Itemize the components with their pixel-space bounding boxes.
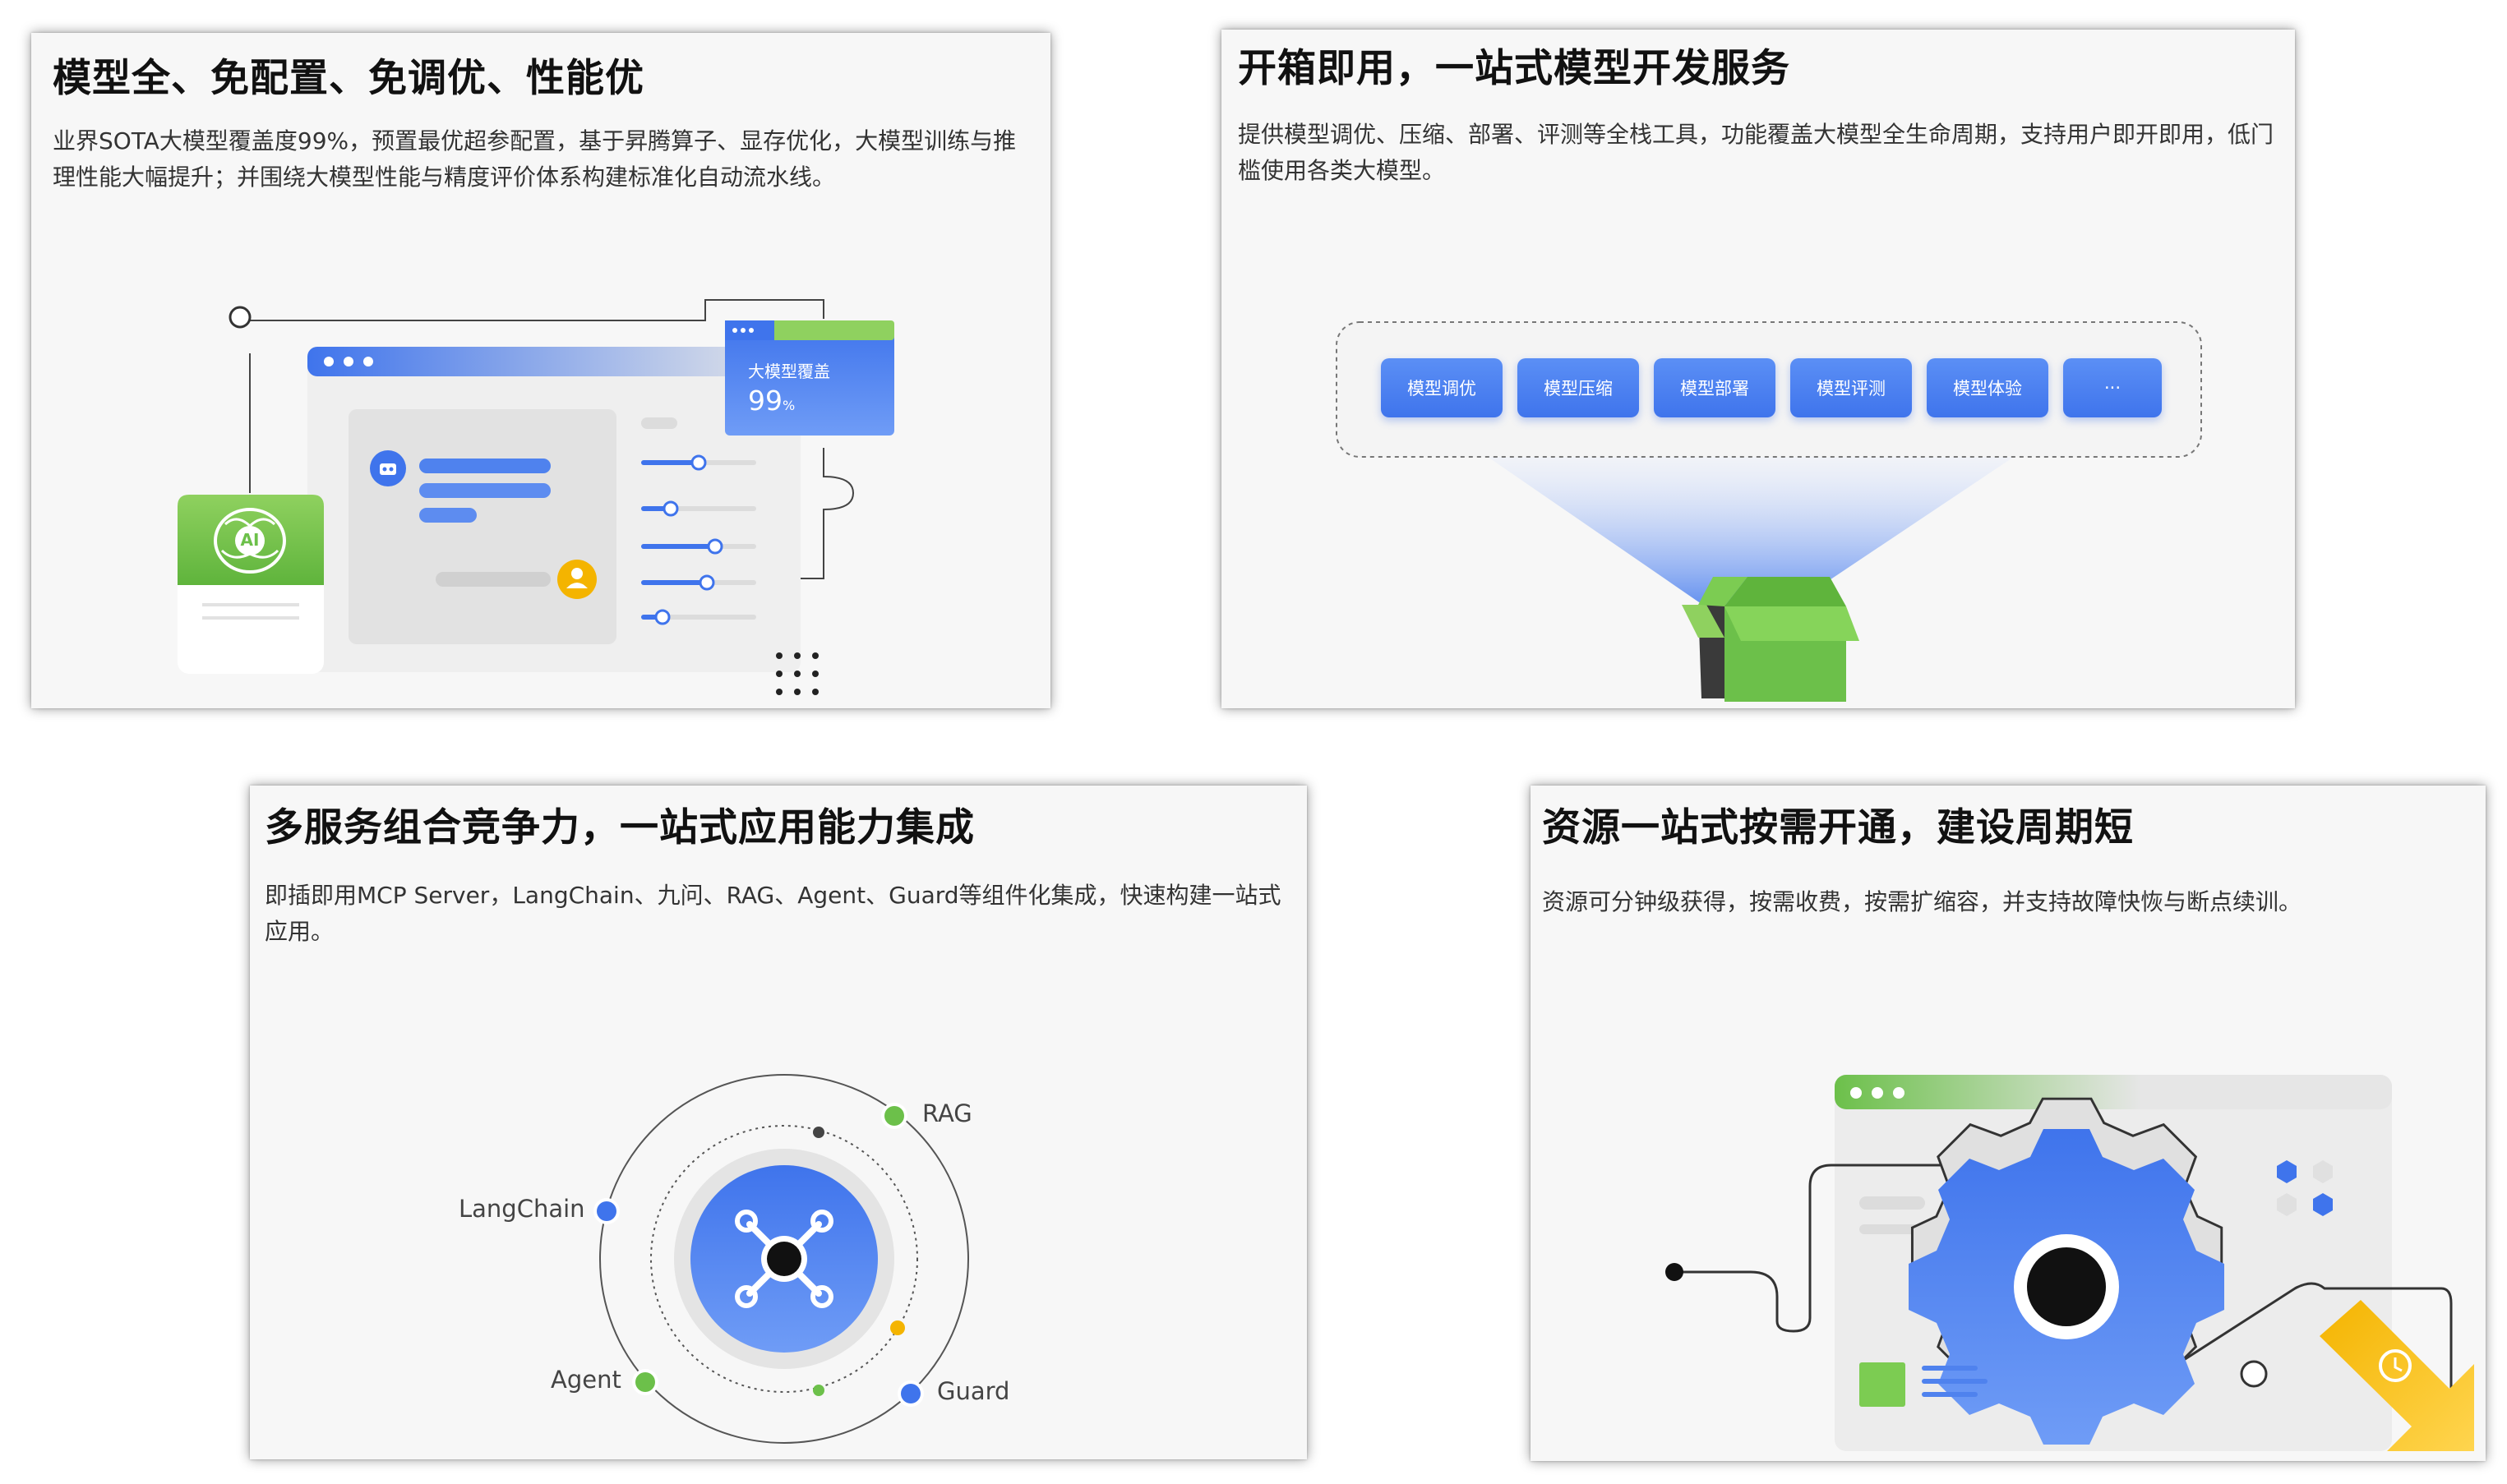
ai-chip-text: AI (240, 530, 260, 550)
gear-resource-illustration (1665, 1075, 2474, 1451)
orbit-illustration (593, 1074, 969, 1444)
card-title: 开箱即用，一站式模型开发服务 (1238, 46, 1790, 91)
node-label-guard: Guard (937, 1377, 1010, 1405)
node-label-langchain: LangChain (459, 1195, 585, 1223)
card-description: 业界SOTA大模型覆盖度99%，预置最优超参配置，基于昇腾算子、显存优化，大模型… (53, 127, 1017, 191)
card-description: 资源可分钟级获得，按需收费，按需扩缩容，并支持故障快恢与断点续训。 (1542, 888, 2302, 915)
node-label-agent: Agent (551, 1366, 621, 1394)
coverage-badge-value: 99% (748, 385, 795, 417)
card-description: 即插即用MCP Server，LangChain、九问、RAG、Agent、Gu… (265, 882, 1281, 945)
card-title: 多服务组合竞争力，一站式应用能力集成 (265, 805, 975, 850)
coverage-badge-label: 大模型覆盖 (748, 362, 830, 381)
coverage-unit: % (783, 398, 796, 413)
feature-card-app-integration: 多服务组合竞争力，一站式应用能力集成 即插即用MCP Server，LangCh… (250, 786, 1307, 1459)
chip-model-compression[interactable]: 模型压缩 (1517, 358, 1639, 417)
node-label-rag: RAG (922, 1099, 972, 1127)
chip-more[interactable]: ··· (2063, 358, 2162, 417)
chip-model-deployment[interactable]: 模型部署 (1654, 358, 1775, 417)
feature-card-on-demand-resources: 资源一站式按需开通，建设周期短 资源可分钟级获得，按需收费，按需扩缩容，并支持故… (1531, 786, 2486, 1461)
chip-model-tuning[interactable]: 模型调优 (1381, 358, 1503, 417)
card-description: 提供模型调优、压缩、部署、评测等全栈工具，功能覆盖大模型全生命周期，支持用户即开… (1238, 121, 2274, 184)
feature-card-model-coverage: 模型全、免配置、免调优、性能优 业界SOTA大模型覆盖度99%，预置最优超参配置… (31, 33, 1050, 708)
feature-card-one-stop-dev: 开箱即用，一站式模型开发服务 提供模型调优、压缩、部署、评测等全栈工具，功能覆盖… (1221, 30, 2295, 708)
model-coverage-illustration (178, 299, 894, 695)
chip-model-evaluation[interactable]: 模型评测 (1790, 358, 1912, 417)
card-title: 资源一站式按需开通，建设周期短 (1542, 805, 2134, 850)
coverage-value: 99 (748, 385, 783, 417)
chip-model-experience[interactable]: 模型体验 (1927, 358, 2048, 417)
card-title: 模型全、免配置、免调优、性能优 (53, 56, 644, 101)
